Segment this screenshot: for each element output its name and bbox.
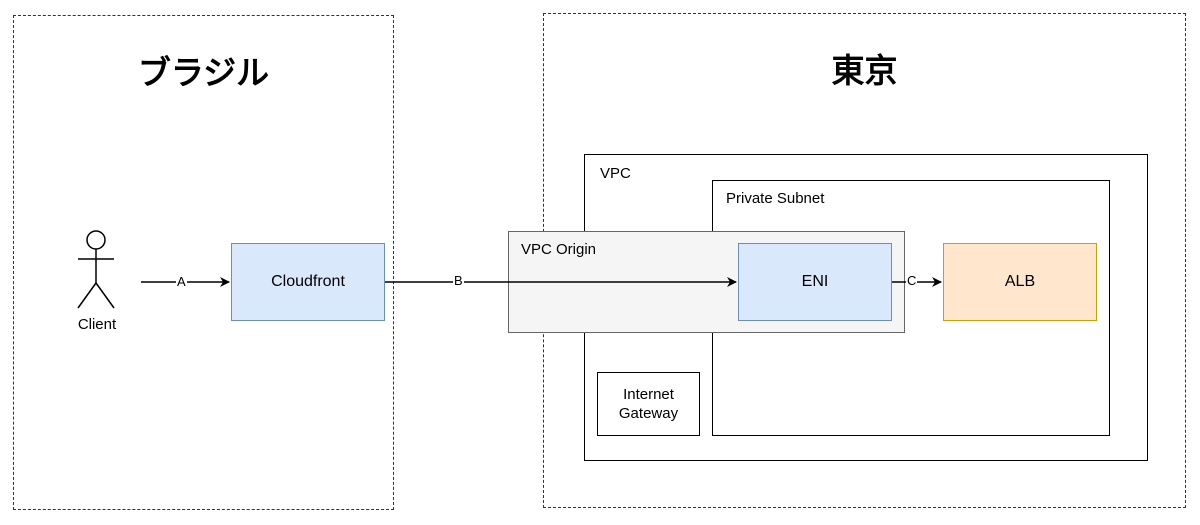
edge-c-label: C — [906, 273, 918, 288]
alb-node[interactable]: ALB — [943, 243, 1097, 321]
cloudfront-node[interactable]: Cloudfront — [231, 243, 385, 321]
eni-node[interactable]: ENI — [738, 243, 892, 321]
region-brazil: ブラジル — [13, 15, 394, 510]
vpc-origin-label: VPC Origin — [521, 241, 597, 258]
internet-gateway-node[interactable]: Internet Gateway — [597, 372, 700, 436]
edge-a-label: A — [176, 274, 187, 289]
client-label: Client — [77, 316, 117, 333]
edge-b-label: B — [453, 273, 464, 288]
region-brazil-title: ブラジル — [137, 53, 270, 92]
region-tokyo-title: 東京 — [831, 51, 898, 90]
vpc-label: VPC — [600, 165, 631, 182]
private-subnet-label: Private Subnet — [726, 190, 825, 207]
client-actor-icon — [77, 230, 115, 309]
